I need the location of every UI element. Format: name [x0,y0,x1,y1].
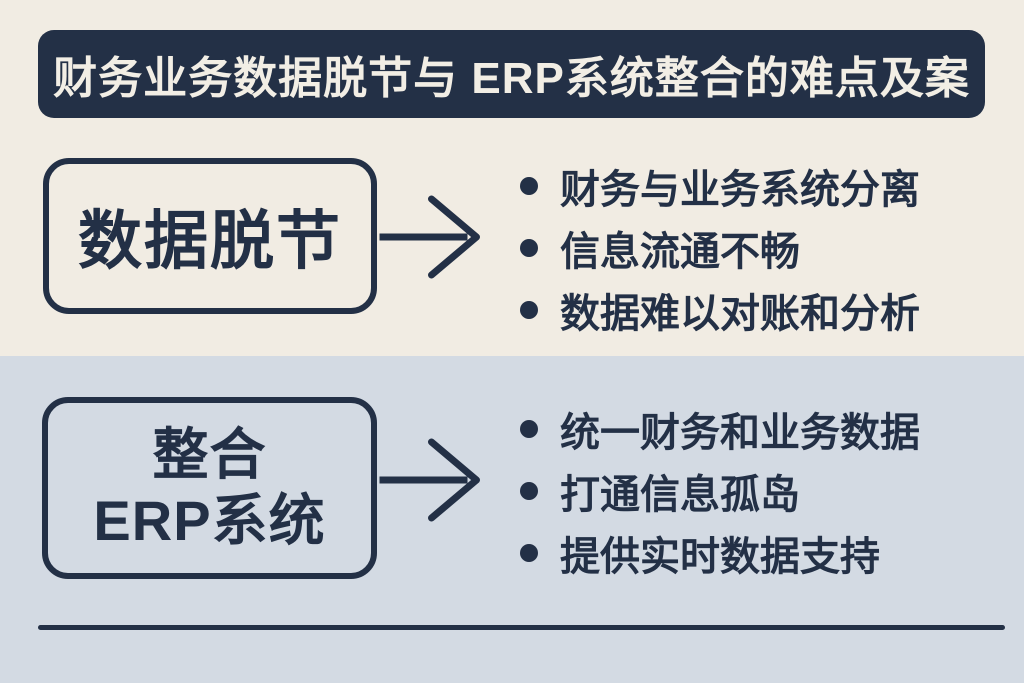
bullet-icon [520,482,538,500]
bullet-icon [520,301,538,319]
bullet-text: 数据难以对账和分析 [560,292,920,336]
title-bar: 财务业务数据脱节与 ERP系统整合的难点及案 [38,30,985,118]
list-item: 财务与业务系统分离 [520,155,920,217]
bullet-text: 提供实时数据支持 [560,535,880,579]
list-item: 打通信息孤岛 [520,460,920,522]
erp-integration-bullet-list: 统一财务和业务数据 打通信息孤岛 提供实时数据支持 [520,398,920,584]
bullet-text: 信息流通不畅 [560,230,800,274]
bullet-icon [520,177,538,195]
erp-box-label-line1: 整合 [152,422,267,486]
data-disconnect-box-label: 数据脱节 [78,205,342,277]
data-disconnect-box: 数据脱节 [43,158,377,314]
section-data-disconnect: 财务业务数据脱节与 ERP系统整合的难点及案 数据脱节 财务与业务系统分离 信息… [38,30,985,341]
list-item: 数据难以对账和分析 [520,279,920,341]
bullet-icon [520,420,538,438]
bottom-divider [38,625,1005,630]
page-title: 财务业务数据脱节与 ERP系统整合的难点及案 [53,54,970,103]
list-item: 提供实时数据支持 [520,522,920,584]
bullet-icon [520,544,538,562]
bullet-icon [520,239,538,257]
bullet-text: 打通信息孤岛 [560,473,800,517]
list-item: 统一财务和业务数据 [520,398,920,460]
list-item: 信息流通不畅 [520,217,920,279]
erp-box-label-line2: ERP系统 [93,489,326,552]
bullet-text: 统一财务和业务数据 [560,411,920,455]
arrow-right-icon [379,438,480,522]
erp-integration-box: 整合 ERP系统 [42,397,377,579]
section-erp-integration: 整合 ERP系统 统一财务和业务数据 打通信息孤岛 提供实时数据支持 [0,356,1024,683]
arrow-right-icon [379,195,480,279]
data-disconnect-bullet-list: 财务与业务系统分离 信息流通不畅 数据难以对账和分析 [520,155,920,341]
bullet-text: 财务与业务系统分离 [560,168,920,212]
